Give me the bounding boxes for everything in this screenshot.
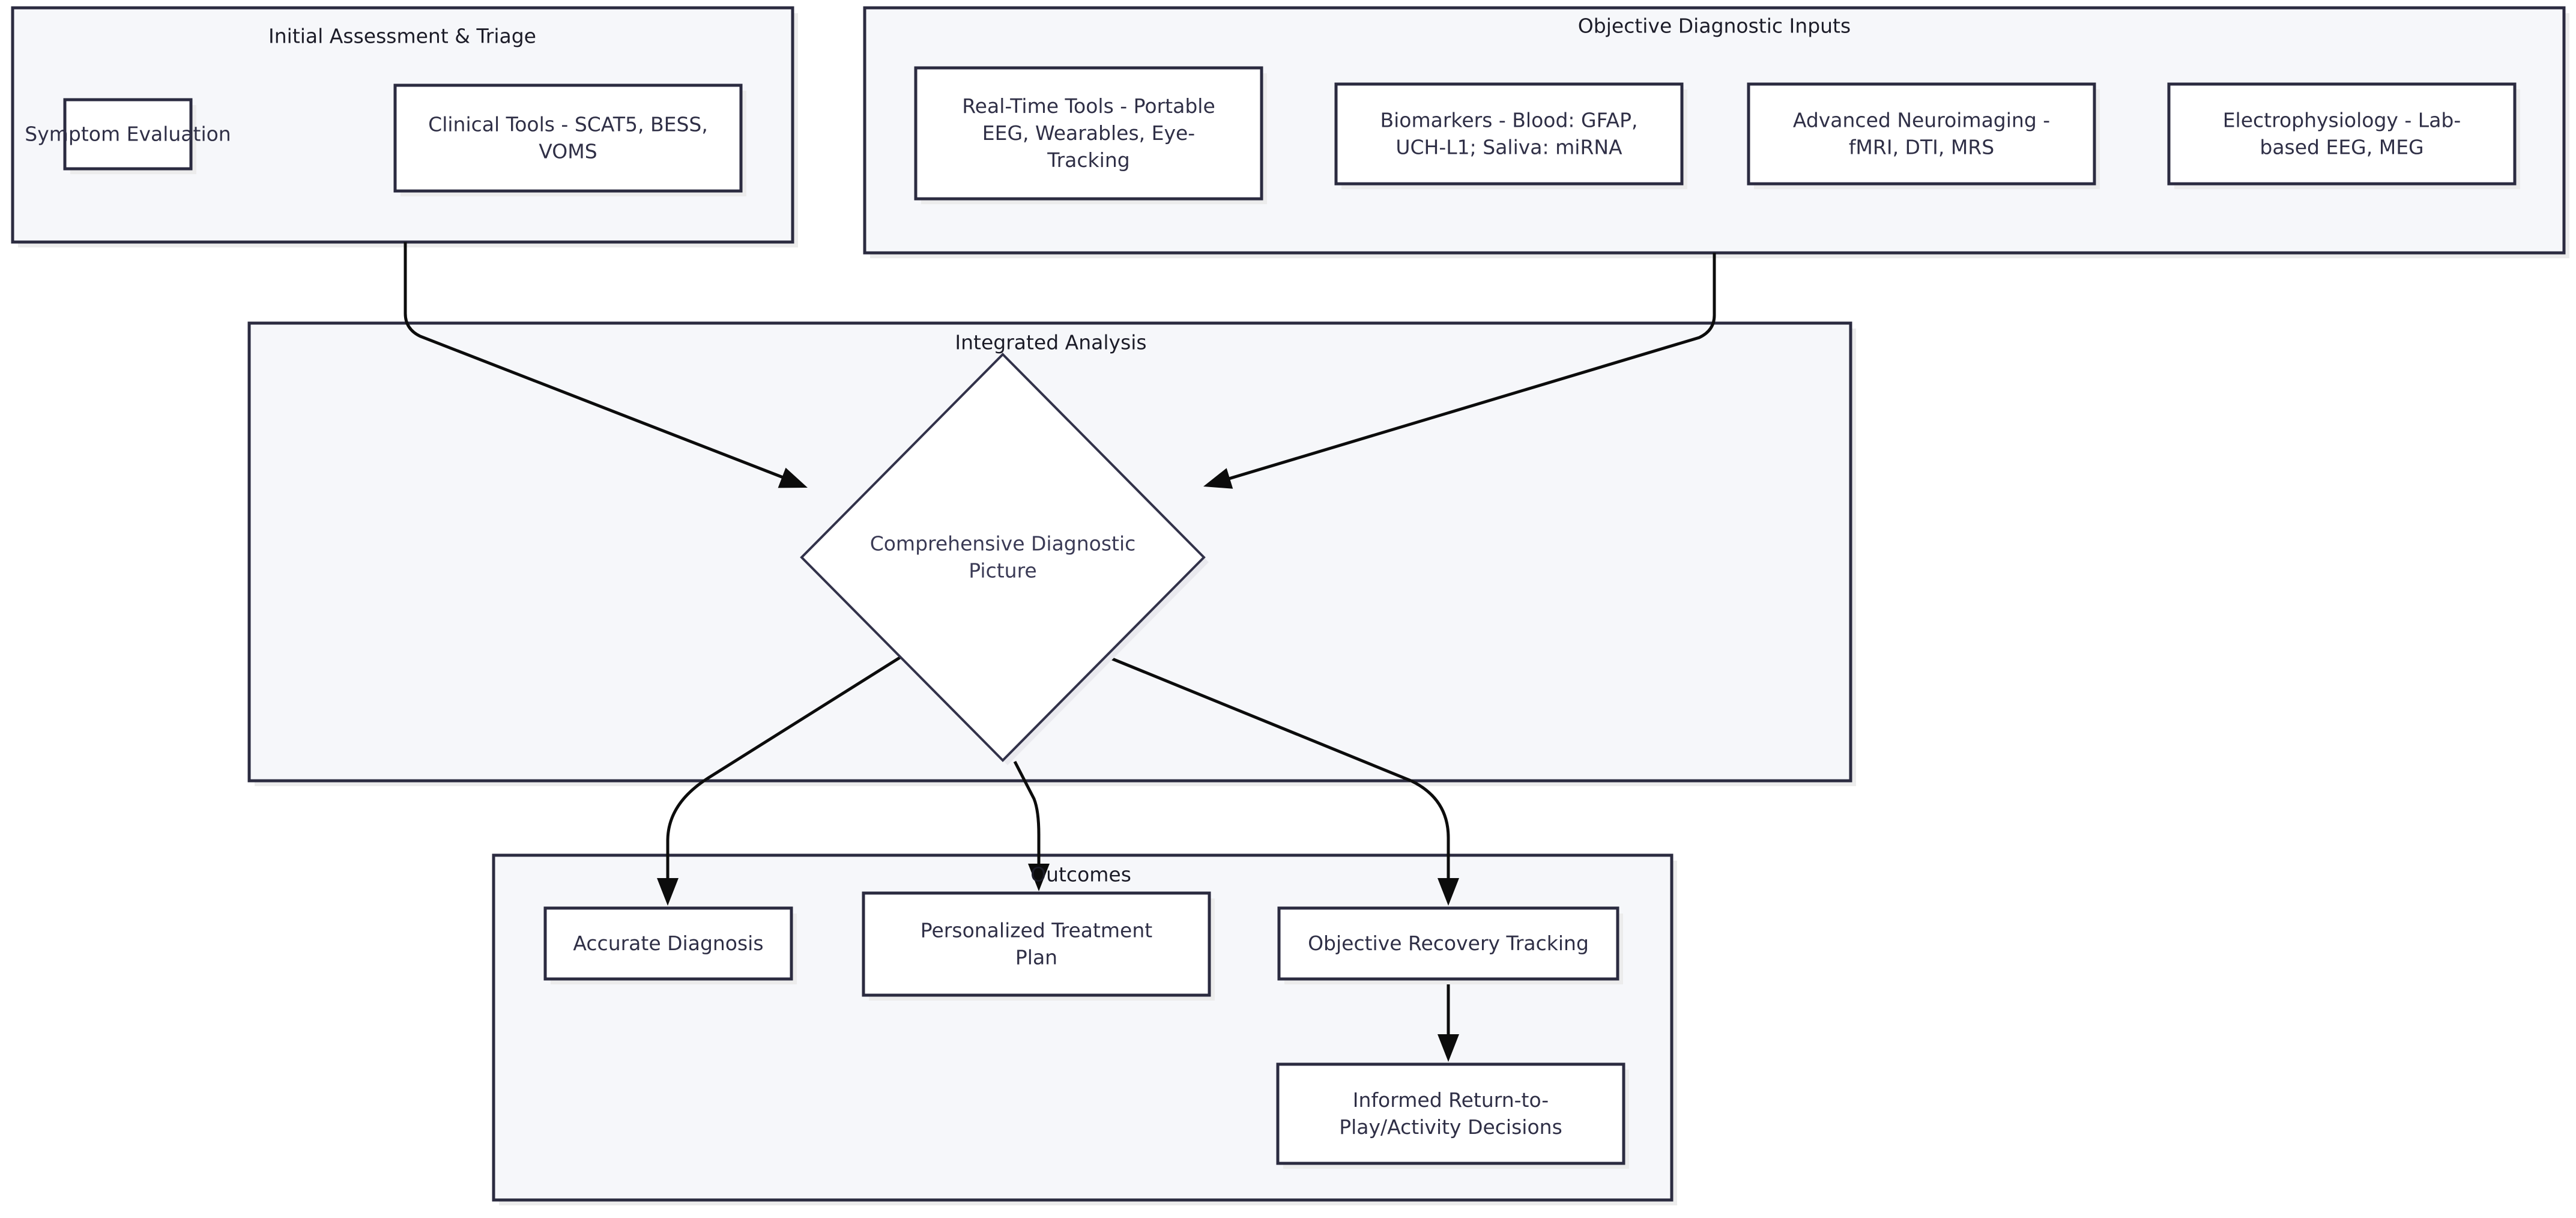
- node-accurate-diagnosis[interactable]: [543, 906, 797, 984]
- node-label-line: Accurate Diagnosis: [573, 932, 763, 955]
- node-label-line: Advanced Neuroimaging -: [1793, 109, 2050, 132]
- node-symptom-evaluation[interactable]: [63, 98, 196, 174]
- node-label-line: Real-Time Tools - Portable: [962, 94, 1215, 118]
- node-label-line: based EEG, MEG: [2260, 136, 2423, 159]
- node-label-line: EEG, Wearables, Eye-: [982, 121, 1195, 145]
- node-real-time-tools[interactable]: [914, 66, 1267, 204]
- cluster-label: Initial Assessment & Triage: [268, 25, 536, 48]
- node-box[interactable]: [914, 66, 1263, 201]
- arrowhead: [1438, 1034, 1459, 1062]
- node-box[interactable]: [543, 906, 793, 981]
- node-clinical-tools[interactable]: [393, 83, 746, 196]
- cluster-label: Objective Diagnostic Inputs: [1578, 14, 1851, 38]
- node-box[interactable]: [862, 891, 1211, 997]
- node-label-line: Symptom Evaluation: [25, 123, 231, 146]
- node-label-line: Comprehensive Diagnostic: [870, 532, 1136, 556]
- edge-edge-picture-to-accurate-diagnosis: [657, 655, 902, 906]
- node-box[interactable]: [393, 83, 743, 193]
- edge-edge-picture-to-treatment-plan: [1013, 760, 1050, 891]
- label-layer: Initial Assessment & Triage Objective Dia…: [25, 14, 2461, 1139]
- node-box[interactable]: [2167, 82, 2517, 186]
- node-personalized-treatment-plan[interactable]: [862, 891, 1215, 1001]
- arrowhead: [1028, 864, 1050, 891]
- cluster-label: Outcomes: [1030, 863, 1131, 886]
- node-label-line: Picture: [969, 559, 1037, 583]
- edge-layer: [404, 242, 1716, 1062]
- node-box[interactable]: [63, 98, 193, 171]
- node-label-line: Clinical Tools - SCAT5, BESS,: [428, 113, 708, 136]
- node-label-line: Play/Activity Decisions: [1339, 1115, 1562, 1139]
- edge-edge-objective-to-picture: [1203, 253, 1716, 489]
- node-objective-recovery-tracking[interactable]: [1277, 906, 1623, 984]
- arrowhead: [657, 878, 679, 906]
- edge-path: [666, 655, 902, 896]
- diamond-shape[interactable]: [800, 353, 1206, 762]
- edge-path: [404, 242, 799, 485]
- node-box[interactable]: [1277, 906, 1619, 981]
- cluster-label: Integrated Analysis: [955, 331, 1146, 354]
- node-label-line: VOMS: [539, 140, 597, 163]
- node-layer: [63, 66, 2520, 1169]
- edge-edge-initial-to-picture: [404, 242, 808, 488]
- node-informed-return-to-play[interactable]: [1276, 1062, 1629, 1169]
- node-label-line: Informed Return-to-: [1353, 1088, 1549, 1112]
- node-label-line: fMRI, DTI, MRS: [1849, 136, 1994, 159]
- arrowhead: [778, 467, 808, 488]
- node-label-line: Plan: [1015, 946, 1057, 969]
- edge-path: [1013, 760, 1041, 882]
- node-label-line: Electrophysiology - Lab-: [2223, 109, 2461, 132]
- arrowhead: [1438, 878, 1459, 906]
- edge-edge-recovery-to-return-to-play: [1438, 980, 1459, 1062]
- arrowhead: [1203, 468, 1233, 489]
- node-box[interactable]: [1334, 82, 1684, 186]
- node-label-line: Personalized Treatment: [921, 919, 1152, 942]
- node-label-line: Objective Recovery Tracking: [1308, 932, 1589, 955]
- node-box[interactable]: [1276, 1062, 1625, 1165]
- node-biomarkers[interactable]: [1334, 82, 1687, 189]
- node-comprehensive-diagnostic-picture[interactable]: [800, 353, 1209, 765]
- node-label-line: Biomarkers - Blood: GFAP,: [1380, 109, 1637, 132]
- node-label-line: UCH-L1; Saliva: miRNA: [1395, 136, 1622, 159]
- edge-edge-picture-to-recovery-tracking: [1107, 655, 1459, 906]
- edge-path: [1107, 655, 1450, 896]
- node-label-line: Tracking: [1047, 148, 1129, 172]
- node-advanced-neuroimaging[interactable]: [1747, 82, 2100, 189]
- node-electrophysiology[interactable]: [2167, 82, 2520, 189]
- edge-path: [1212, 253, 1716, 485]
- node-box[interactable]: [1747, 82, 2096, 186]
